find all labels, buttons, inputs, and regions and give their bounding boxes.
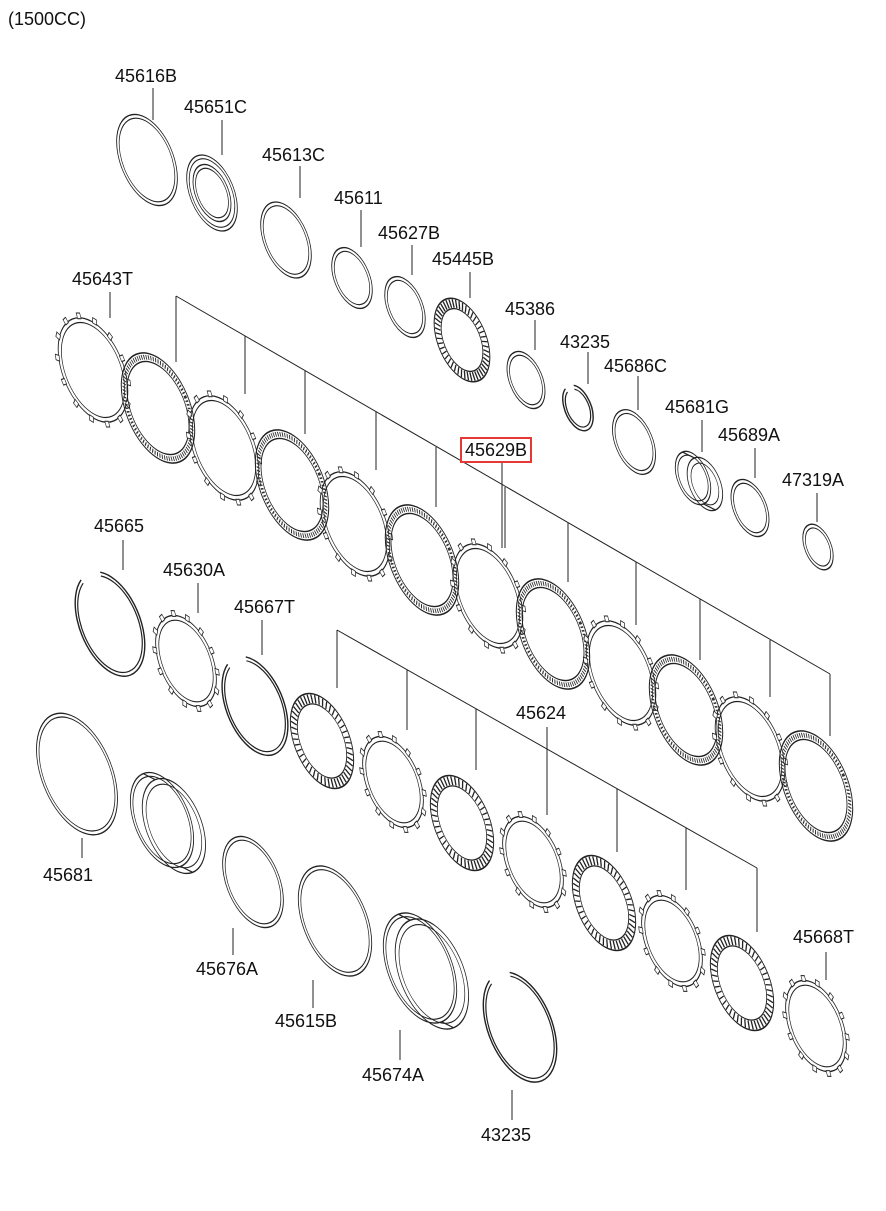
plate-pack1-8 bbox=[582, 615, 660, 731]
drum-45674A bbox=[382, 912, 470, 1030]
part-label-47319A[interactable]: 47319A bbox=[782, 470, 845, 490]
disc-pack1-11 bbox=[778, 730, 854, 842]
part-label-45651C[interactable]: 45651C bbox=[184, 97, 248, 117]
snap-ring-43235-upper bbox=[557, 382, 599, 435]
part-label-45686C[interactable]: 45686C bbox=[604, 356, 668, 376]
ring-45615B bbox=[297, 865, 373, 977]
ring-45611 bbox=[331, 246, 373, 310]
ring-45613C bbox=[260, 201, 312, 279]
ring-47319A bbox=[802, 523, 834, 571]
part-label-45616B[interactable]: 45616B bbox=[115, 66, 178, 86]
disc-pack1-1 bbox=[120, 352, 196, 464]
plate-pack1-10 bbox=[711, 691, 789, 807]
ring-45686C bbox=[612, 409, 656, 475]
snap-ring-43235-lower bbox=[470, 965, 571, 1093]
part-label-45611[interactable]: 45611 bbox=[334, 188, 383, 208]
part-label-45643T[interactable]: 45643T bbox=[72, 269, 134, 289]
part-label-45676A[interactable]: 45676A bbox=[196, 959, 259, 979]
plate-45668T bbox=[782, 975, 850, 1077]
part-label-45624[interactable]: 45624 bbox=[516, 703, 567, 723]
drum-ring bbox=[129, 771, 206, 875]
disc-pack2-1 bbox=[289, 692, 355, 790]
ring-45386 bbox=[506, 350, 546, 410]
part-label-45386[interactable]: 45386 bbox=[505, 299, 556, 319]
disc-pack1-5 bbox=[384, 504, 460, 616]
disc-pack2-7 bbox=[709, 934, 775, 1032]
disc-pack1-7 bbox=[515, 578, 591, 690]
part-label-45665[interactable]: 45665 bbox=[94, 516, 145, 536]
plate-pack1-4 bbox=[316, 466, 394, 582]
plate-45630A bbox=[152, 610, 220, 712]
ring-45681G bbox=[674, 450, 724, 512]
part-label-43235-lower[interactable]: 43235 bbox=[481, 1125, 532, 1145]
ring-45627B bbox=[384, 275, 426, 339]
disc-pack1-3 bbox=[254, 429, 330, 541]
part-label-45615B[interactable]: 45615B bbox=[275, 1011, 338, 1031]
part-label-45674A[interactable]: 45674A bbox=[362, 1065, 425, 1085]
plate-45643T bbox=[54, 312, 132, 428]
disc-pack2-3 bbox=[429, 774, 495, 872]
part-label-45627B[interactable]: 45627B bbox=[378, 223, 441, 243]
disc-pack2-5 bbox=[571, 854, 637, 952]
snap-ring-45665 bbox=[63, 565, 159, 687]
part-label-45681[interactable]: 45681 bbox=[43, 865, 94, 885]
part-label-45613C[interactable]: 45613C bbox=[262, 145, 326, 165]
ring-45681 bbox=[36, 712, 118, 836]
ring-45616B bbox=[116, 113, 178, 207]
part-label-45629B-highlighted[interactable]: 45629B bbox=[460, 437, 533, 463]
ring-45445B bbox=[433, 297, 491, 383]
part-label-43235-upper[interactable]: 43235 bbox=[560, 332, 611, 352]
plate-45624 bbox=[499, 811, 567, 913]
ring-45651C-outer bbox=[186, 154, 238, 232]
plate-45629B bbox=[449, 538, 527, 654]
part-label-45689A[interactable]: 45689A bbox=[718, 425, 781, 445]
plate-pack2-2 bbox=[359, 731, 427, 833]
disc-pack1-9 bbox=[648, 654, 724, 766]
ring-45676A bbox=[222, 835, 284, 929]
engine-spec-label: (1500CC) bbox=[8, 9, 87, 29]
part-label-45445B[interactable]: 45445B bbox=[432, 249, 495, 269]
ring-45689A bbox=[730, 478, 770, 538]
snap-ring-45667T bbox=[210, 650, 301, 765]
leader-pack1-main bbox=[176, 296, 830, 674]
part-label-45630A[interactable]: 45630A bbox=[163, 560, 226, 580]
part-label-45667T[interactable]: 45667T bbox=[234, 597, 296, 617]
plate-pack2-6 bbox=[638, 890, 706, 992]
ring-45651C-inner bbox=[192, 163, 232, 223]
part-label-45681G[interactable]: 45681G bbox=[665, 397, 730, 417]
part-label-45668T[interactable]: 45668T bbox=[793, 927, 855, 947]
